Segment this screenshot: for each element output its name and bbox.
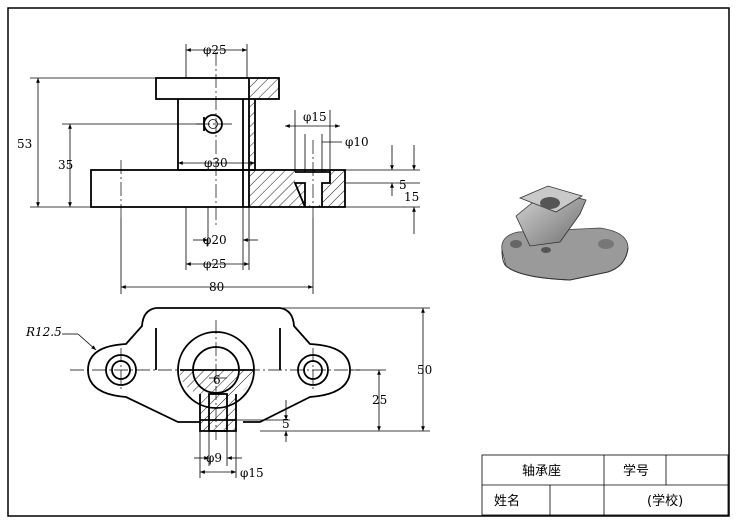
dim-35: 35: [58, 158, 73, 172]
dim-d25-bottom: φ25: [203, 257, 227, 271]
title-block: 轴承座 学号 姓名 (学校): [481, 454, 729, 516]
dim-5-top: 5: [282, 417, 290, 431]
dim-6: 6: [213, 373, 221, 387]
isometric-view: [501, 185, 629, 281]
dim-d20: φ20: [203, 233, 227, 247]
title-name-label: 姓名: [494, 493, 520, 509]
dim-d15-top: φ15: [240, 466, 264, 480]
dim-25-top: 25: [372, 393, 387, 407]
top-view: R12.5 50 25 6 5 φ9 φ15: [25, 307, 432, 480]
sheet-border: [7, 7, 730, 517]
dim-15-front: 15: [404, 190, 419, 204]
front-view-section-hatch: [249, 78, 345, 207]
dim-5-front: 5: [399, 178, 407, 192]
dim-d9: φ9: [206, 451, 222, 465]
top-view-outline: [87, 307, 351, 423]
front-view-top-flange: [155, 77, 280, 100]
dim-53: 53: [17, 137, 32, 151]
title-part-name: 轴承座: [522, 464, 561, 479]
front-view-boss: [177, 99, 256, 170]
title-student-id-label: 学号: [623, 463, 649, 479]
dim-r12-5: R12.5: [25, 325, 62, 339]
dim-d15-front: φ15: [303, 110, 327, 124]
dim-d30: φ30: [204, 156, 228, 170]
dim-d10: φ10: [345, 135, 369, 149]
front-view-base: [90, 169, 346, 208]
dim-80: 80: [209, 280, 224, 294]
dim-50: 50: [417, 363, 432, 377]
dim-d25-top: φ25: [203, 43, 227, 57]
title-school: (学校): [647, 493, 683, 509]
front-view: φ25 53 35 φ15 φ10 φ30 5 15 φ20 φ25 80: [17, 43, 420, 294]
top-view-section-hatch: [180, 370, 253, 431]
